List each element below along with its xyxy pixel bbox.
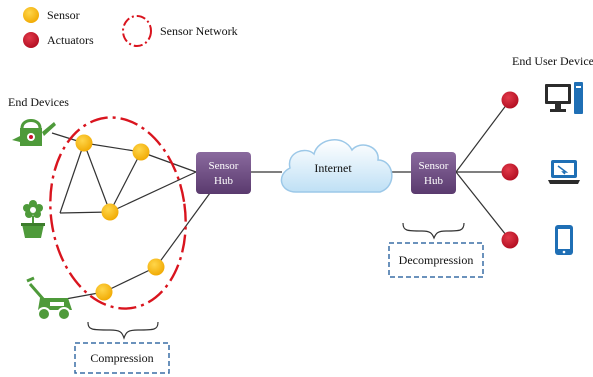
sensor-hub-right: Sensor Hub: [411, 152, 456, 194]
end-user-devices-label: End User Devices: [512, 54, 593, 68]
link: [103, 266, 157, 293]
desktop-computer-icon: [545, 82, 583, 114]
link: [455, 171, 511, 241]
legend-actuators-label: Actuators: [47, 33, 94, 47]
sensor-node: [75, 134, 93, 152]
actuator-node: [501, 231, 519, 249]
decompression-brace: [402, 222, 465, 240]
link: [109, 151, 142, 213]
laptop-icon: [548, 160, 580, 184]
decompression-label: Decompression: [399, 253, 474, 267]
watering-can-icon: [12, 119, 56, 146]
link: [59, 142, 85, 214]
sensor-hub-left-line1: Sensor: [209, 160, 239, 172]
compression-label: Compression: [90, 351, 153, 365]
legend-sensor-network-ring: [122, 15, 152, 47]
legend-sensor-dot: [23, 7, 39, 23]
sensor-node: [147, 258, 165, 276]
legend: Sensor Actuators Sensor Network: [23, 7, 238, 48]
link: [140, 151, 197, 173]
sensor-hub-left-line2: Hub: [214, 175, 233, 187]
legend-sensor-network-label: Sensor Network: [160, 24, 238, 38]
internet-label: Internet: [314, 161, 352, 175]
sensor-hub-right-line1: Sensor: [419, 160, 449, 172]
compression-group: Compression: [74, 321, 170, 374]
sensor-hub-right-line2: Hub: [424, 175, 443, 187]
end-devices-label: End Devices: [8, 95, 69, 109]
sensors: [75, 134, 165, 301]
actuator-node: [501, 163, 519, 181]
actuators: [501, 91, 519, 249]
link: [109, 171, 197, 213]
network-links: [51, 99, 511, 301]
link: [455, 99, 511, 173]
sensor-node: [132, 143, 150, 161]
sensor-hub-left: Sensor Hub: [196, 152, 251, 194]
potted-flower-icon: [21, 200, 45, 238]
sensor-network-ring: [49, 116, 187, 310]
link: [155, 192, 211, 268]
legend-sensor-label: Sensor: [47, 8, 80, 22]
lawn-mower-icon: [26, 276, 72, 321]
compression-box: [74, 342, 170, 374]
decompression-group: Decompression: [388, 222, 484, 278]
legend-actuator-dot: [23, 32, 39, 48]
compression-brace: [87, 321, 159, 340]
actuator-node: [501, 91, 519, 109]
link: [83, 142, 142, 153]
sensor-node: [101, 203, 119, 221]
smartphone-icon: [555, 225, 573, 255]
cloud-icon: Internet: [280, 139, 393, 193]
sensor-node: [95, 283, 113, 301]
link: [83, 142, 111, 213]
